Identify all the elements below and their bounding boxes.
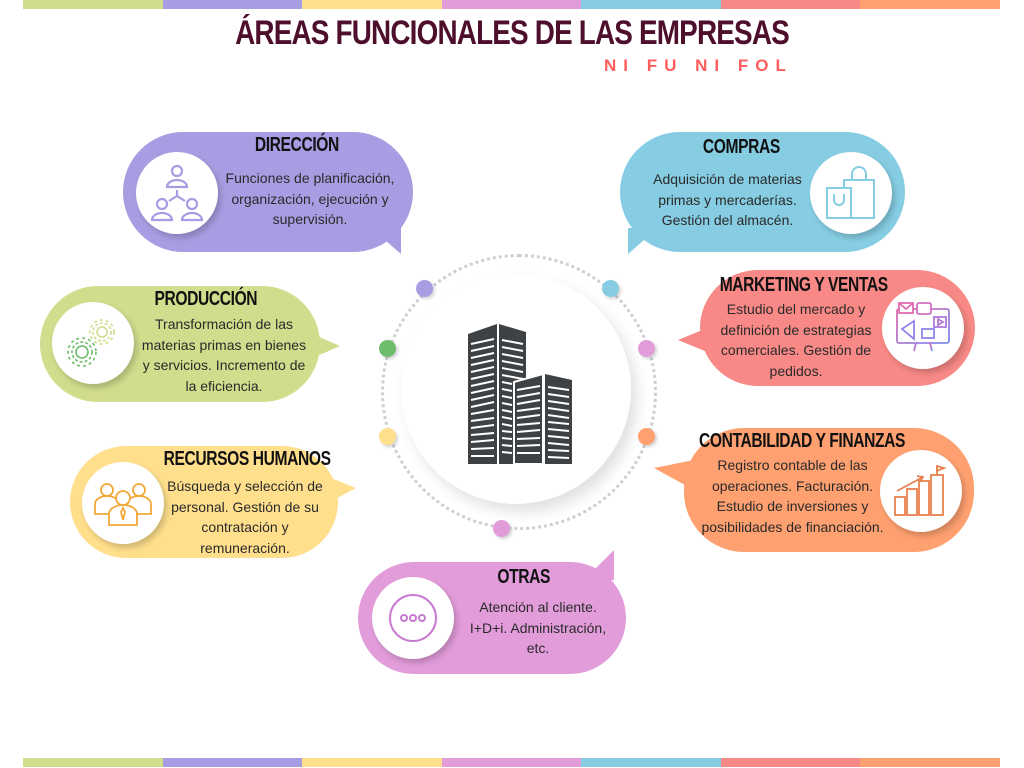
stripe-segment (302, 758, 442, 767)
stripe-segment (581, 758, 721, 767)
area-description: Estudio del mercado y definición de estr… (706, 299, 886, 381)
speech-tail (584, 550, 614, 580)
icon-circle (880, 450, 962, 532)
bottom-color-stripe (23, 758, 1001, 767)
desc-line: posibilidades de financiación. (701, 518, 884, 535)
area-title: CONTABILIDAD Y FINANZAS (699, 430, 906, 452)
desc-line: definición de estrategias (720, 321, 872, 338)
desc-line: remuneración. (200, 539, 290, 556)
area-card-rrhh: RECURSOS HUMANOS Búsqueda y selección de… (70, 446, 356, 558)
stripe-segment (302, 0, 442, 9)
stripe-segment (581, 0, 721, 9)
desc-line: contratación y (201, 519, 289, 535)
area-title: DIRECCIÓN (254, 134, 339, 156)
connector-dot-marketing (638, 340, 655, 357)
speech-tail (678, 326, 712, 354)
desc-line: Transformación de las (155, 316, 293, 332)
speech-tail (654, 460, 694, 490)
stripe-segment (23, 0, 163, 9)
area-description: Registro contable de las operaciones. Fa… (690, 455, 895, 537)
speech-tail (371, 228, 401, 254)
area-description: Transformación de las materias primas en… (134, 314, 314, 396)
growth-chart-icon (894, 465, 947, 516)
speech-tail (326, 476, 356, 504)
page-title: ÁREAS FUNCIONALES DE LAS EMPRESAS (235, 14, 790, 52)
office-buildings-icon (468, 324, 572, 465)
icon-circle (882, 287, 964, 369)
digital-marketing-icon (896, 302, 950, 353)
top-color-stripe (23, 0, 1001, 9)
desc-line: supervisión. (272, 211, 348, 227)
desc-line: Adquisición de materias (653, 171, 802, 187)
stripe-segment (720, 758, 861, 767)
desc-line: primas y mercaderías. (658, 191, 797, 208)
area-title: COMPRAS (702, 136, 780, 158)
area-card-compras: COMPRAS Adquisición de materias primas y… (620, 132, 905, 254)
desc-line: personal. Gestión de su (171, 498, 319, 515)
desc-line: y servicios. Incremento de (142, 357, 306, 373)
area-card-produccion: PRODUCCIÓN Transformación de las materia… (40, 286, 340, 402)
desc-line: Estudio del mercado y (726, 301, 866, 317)
area-card-contabilidad: CONTABILIDAD Y FINANZAS Registro contabl… (654, 428, 974, 552)
desc-line: pedidos. (769, 362, 823, 379)
desc-line: I+D+i. Administración, (469, 619, 607, 636)
area-card-otras: OTRAS Atención al cliente. I+D+i. Admini… (358, 550, 626, 674)
speech-tail (628, 228, 658, 254)
area-card-direccion: DIRECCIÓN Funciones de planificación, or… (123, 132, 413, 254)
connector-dot-otras (493, 520, 510, 537)
desc-line: comerciales. Gestión de (720, 342, 872, 358)
area-card-marketing: MARKETING Y VENTAS Estudio del mercado y… (678, 270, 975, 386)
area-description: Atención al cliente. I+D+i. Administraci… (458, 597, 618, 659)
speech-tail (308, 332, 340, 360)
icon-circle (372, 577, 454, 659)
stripe-segment (441, 758, 582, 767)
desc-line: Gestión del almacén. (661, 212, 794, 228)
desc-line: Funciones de planificación, (225, 170, 395, 186)
connector-dot-contabilidad (638, 428, 655, 445)
desc-line: Registro contable de las (717, 457, 868, 473)
stripe-segment (860, 758, 1001, 767)
stripe-segment (162, 0, 303, 9)
area-title: MARKETING Y VENTAS (719, 274, 888, 296)
stripe-segment (23, 758, 163, 767)
area-description: Búsqueda y selección de personal. Gestió… (156, 476, 334, 558)
connector-dot-produccion (379, 340, 396, 357)
connector-dot-compras (602, 280, 619, 297)
area-title: OTRAS (497, 566, 551, 588)
icon-circle (136, 152, 218, 234)
area-title: RECURSOS HUMANOS (163, 448, 332, 470)
icon-circle (52, 302, 134, 384)
stripe-segment (441, 0, 582, 9)
icon-circle (810, 152, 892, 234)
area-description: Funciones de planificación, organización… (215, 168, 405, 230)
page-subtitle: NI FU NI FOL (604, 56, 793, 75)
desc-line: materias primas en bienes (141, 336, 307, 353)
people-network-icon (151, 164, 203, 222)
stripe-segment (720, 0, 861, 9)
desc-line: operaciones. Facturación. (711, 477, 874, 494)
dotted-ring (381, 254, 657, 530)
area-description: Adquisición de materias primas y mercade… (640, 169, 815, 231)
connector-dot-direccion (416, 280, 433, 297)
desc-line: la eficiencia. (185, 377, 263, 394)
area-title: PRODUCCIÓN (154, 288, 258, 310)
gears-icon (67, 319, 115, 367)
desc-line: etc. (526, 640, 550, 656)
desc-line: Atención al cliente. (479, 599, 597, 615)
more-dots-icon (389, 594, 437, 642)
desc-line: Búsqueda y selección de (167, 478, 323, 494)
stripe-segment (162, 758, 303, 767)
desc-line: Estudio de inversiones y (716, 498, 869, 514)
desc-line: organización, ejecución y (231, 190, 389, 207)
connector-dot-rrhh (379, 428, 396, 445)
icon-circle (82, 462, 164, 544)
stripe-segment (860, 0, 1001, 9)
shopping-bags-icon (826, 166, 875, 219)
team-people-icon (94, 483, 152, 526)
